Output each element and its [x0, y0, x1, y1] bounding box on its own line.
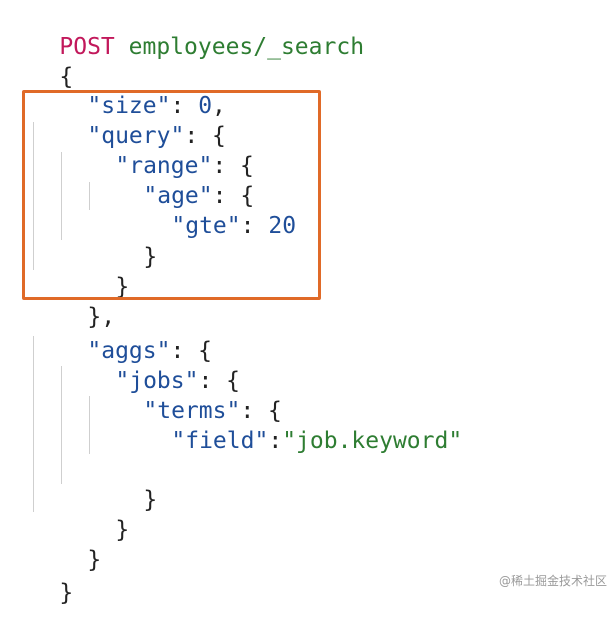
separator: : [268, 428, 283, 454]
code-line: "aggs": { [32, 306, 212, 364]
separator: : { [198, 368, 241, 394]
json-key-field: "field" [171, 428, 269, 454]
json-key-terms: "terms" [143, 398, 241, 424]
brace-close: }, [87, 304, 116, 330]
code-line: } [4, 548, 73, 606]
json-value-field: "job.keyword" [282, 428, 463, 454]
json-key-query: "query" [87, 123, 185, 149]
separator: : { [170, 338, 213, 364]
code-line: }, [32, 272, 115, 330]
code-line: { [4, 32, 73, 90]
brace-close: } [87, 547, 102, 573]
json-value-size: 0 [198, 93, 213, 119]
json-key-size: "size" [87, 93, 171, 119]
indent-guide [89, 182, 90, 210]
comma: , [212, 93, 226, 119]
request-line: POST employees/_search [4, 2, 364, 60]
http-method: POST [59, 34, 115, 60]
separator: : { [184, 123, 226, 149]
json-key-range: "range" [115, 153, 213, 179]
indent-guide [61, 366, 62, 484]
code-line: "range": { [60, 121, 253, 179]
code-line: "size": 0, [32, 61, 226, 119]
code-line: } [88, 212, 157, 270]
code-line: } [60, 242, 129, 300]
json-key-gte: "gte" [171, 213, 241, 239]
watermark-text: @稀土掘金技术社区 [498, 574, 607, 588]
brace-close: } [115, 274, 130, 300]
separator: : { [212, 153, 254, 179]
code-line: "jobs": { [60, 336, 240, 394]
code-line: "age": { [88, 151, 254, 209]
code-line: "field":"job.keyword" [116, 396, 462, 454]
separator: : { [240, 398, 282, 424]
brace-close: } [115, 517, 130, 543]
code-line: } [60, 485, 129, 543]
separator: : [240, 213, 269, 239]
brace-close: } [143, 487, 158, 513]
brace-open: { [59, 64, 74, 90]
json-key-age: "age" [143, 183, 213, 209]
separator: : { [212, 183, 255, 209]
json-key-aggs: "aggs" [87, 338, 171, 364]
code-line: "terms": { [88, 366, 281, 424]
indent-guide [33, 336, 34, 512]
indent-guide [89, 396, 90, 454]
separator: : [170, 93, 199, 119]
code-line: "query": { [32, 91, 225, 149]
indent-guide [61, 152, 62, 240]
brace-close: } [59, 580, 74, 606]
code-line: "gte": 20 [116, 181, 296, 239]
brace-close: } [143, 244, 158, 270]
request-endpoint: employees/_search [128, 34, 365, 60]
code-editor[interactable]: POST employees/_search { "size": 0, "que… [0, 0, 615, 606]
code-line: } [88, 455, 157, 513]
json-value-gte: 20 [268, 213, 297, 239]
query-highlight-box [22, 90, 321, 300]
json-key-jobs: "jobs" [115, 368, 199, 394]
code-line: } [32, 515, 101, 573]
indent-guide [33, 122, 34, 270]
